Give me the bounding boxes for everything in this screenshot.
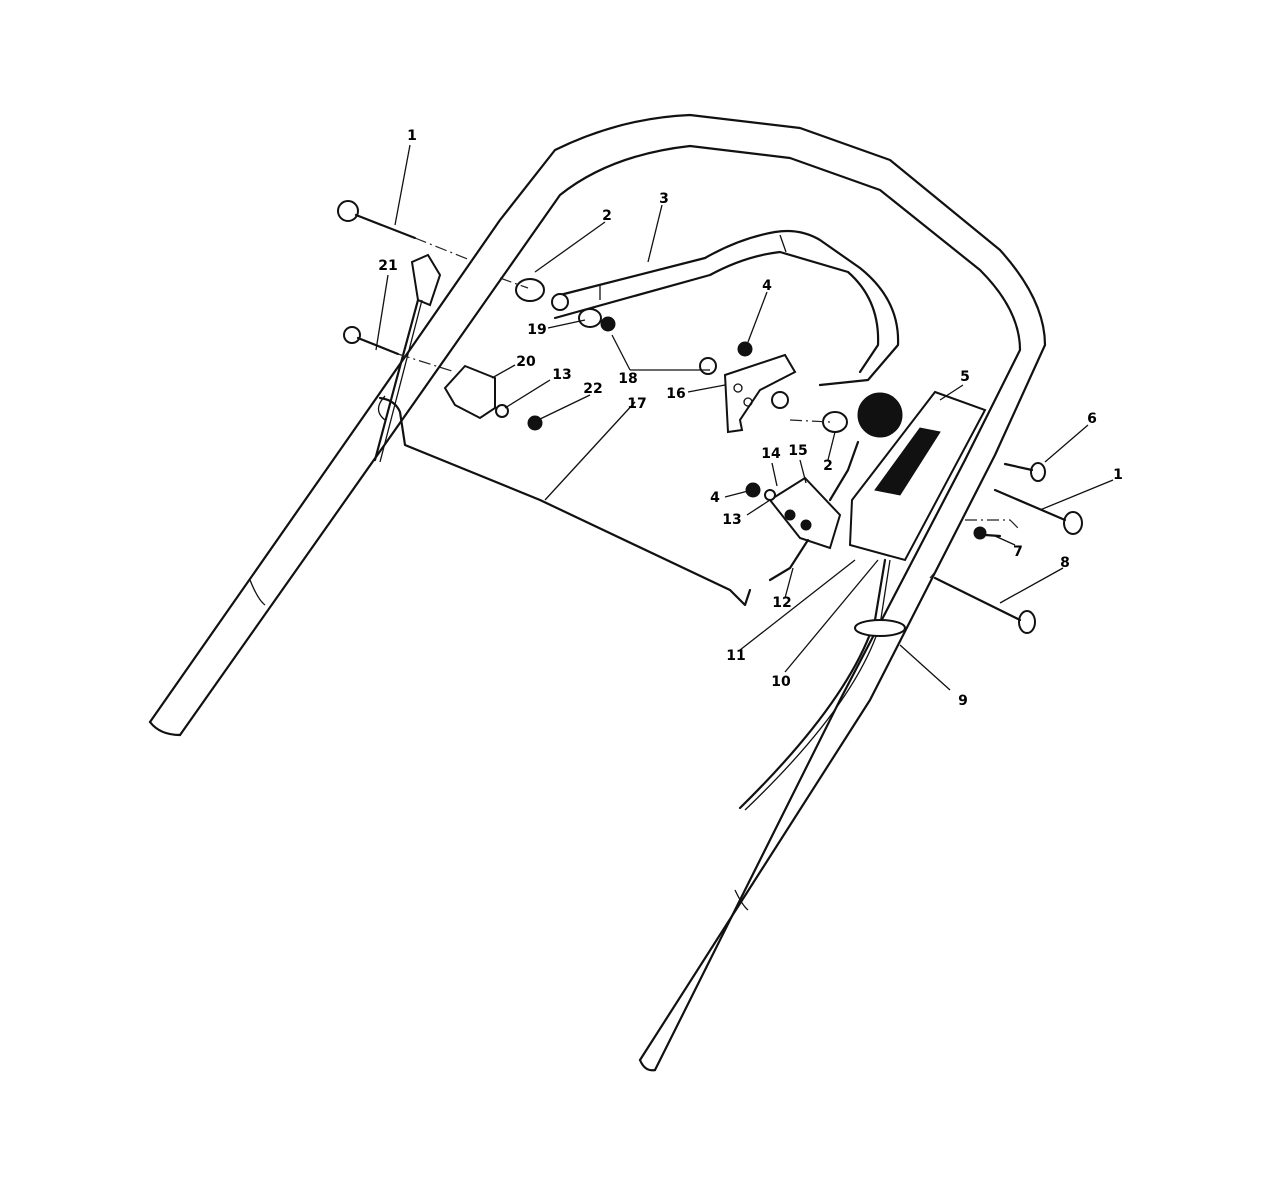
part-label: 16 <box>666 386 685 402</box>
upper-bail <box>553 229 900 387</box>
bolt-1-right <box>993 488 1083 535</box>
part-label: 2 <box>823 458 833 474</box>
bolt-6 <box>1003 462 1046 482</box>
part-label: 1 <box>1113 467 1123 483</box>
assembly-lines <box>397 237 1021 579</box>
control-box <box>848 390 987 562</box>
part-label: 21 <box>378 258 397 274</box>
screw-7 <box>973 526 1002 540</box>
part-label: 2 <box>602 208 612 224</box>
cable-tie <box>854 619 906 637</box>
part-label: 8 <box>1060 555 1070 571</box>
part-labels: 1 2 3 4 5 6 1 7 8 9 10 11 12 13 4 14 15 … <box>378 128 1123 709</box>
bolt-1-left <box>337 200 417 240</box>
part-label: 18 <box>618 371 637 387</box>
part-label: 14 <box>761 446 781 462</box>
part-label: 3 <box>659 191 669 207</box>
part-label: 4 <box>762 278 772 294</box>
part-label: 1 <box>407 128 417 144</box>
part-label: 9 <box>958 693 968 709</box>
handle-frame <box>148 113 1047 1072</box>
part-label: 10 <box>771 674 791 690</box>
cable-bracket <box>443 364 496 420</box>
part-label: 19 <box>527 322 546 338</box>
part-label: 12 <box>772 595 791 611</box>
part-label: 22 <box>583 381 602 397</box>
part-label: 7 <box>1013 544 1023 560</box>
lower-bail-rod <box>377 395 752 607</box>
lever-bracket <box>723 353 797 434</box>
part-label: 15 <box>788 443 807 459</box>
part-label: 13 <box>722 512 741 528</box>
part-label: 13 <box>552 367 571 383</box>
part-label: 11 <box>726 648 745 664</box>
left-cable-clip <box>373 253 442 463</box>
switch-assembly <box>768 476 842 550</box>
part-label: 5 <box>960 369 970 385</box>
part-label: 20 <box>516 354 536 370</box>
bolt-21 <box>343 326 400 356</box>
leader-lines <box>375 144 1114 691</box>
part-label: 4 <box>710 490 720 506</box>
control-knob <box>857 392 903 438</box>
bolt-8 <box>933 576 1036 634</box>
part-label: 17 <box>627 396 646 412</box>
part-label: 6 <box>1087 411 1097 427</box>
